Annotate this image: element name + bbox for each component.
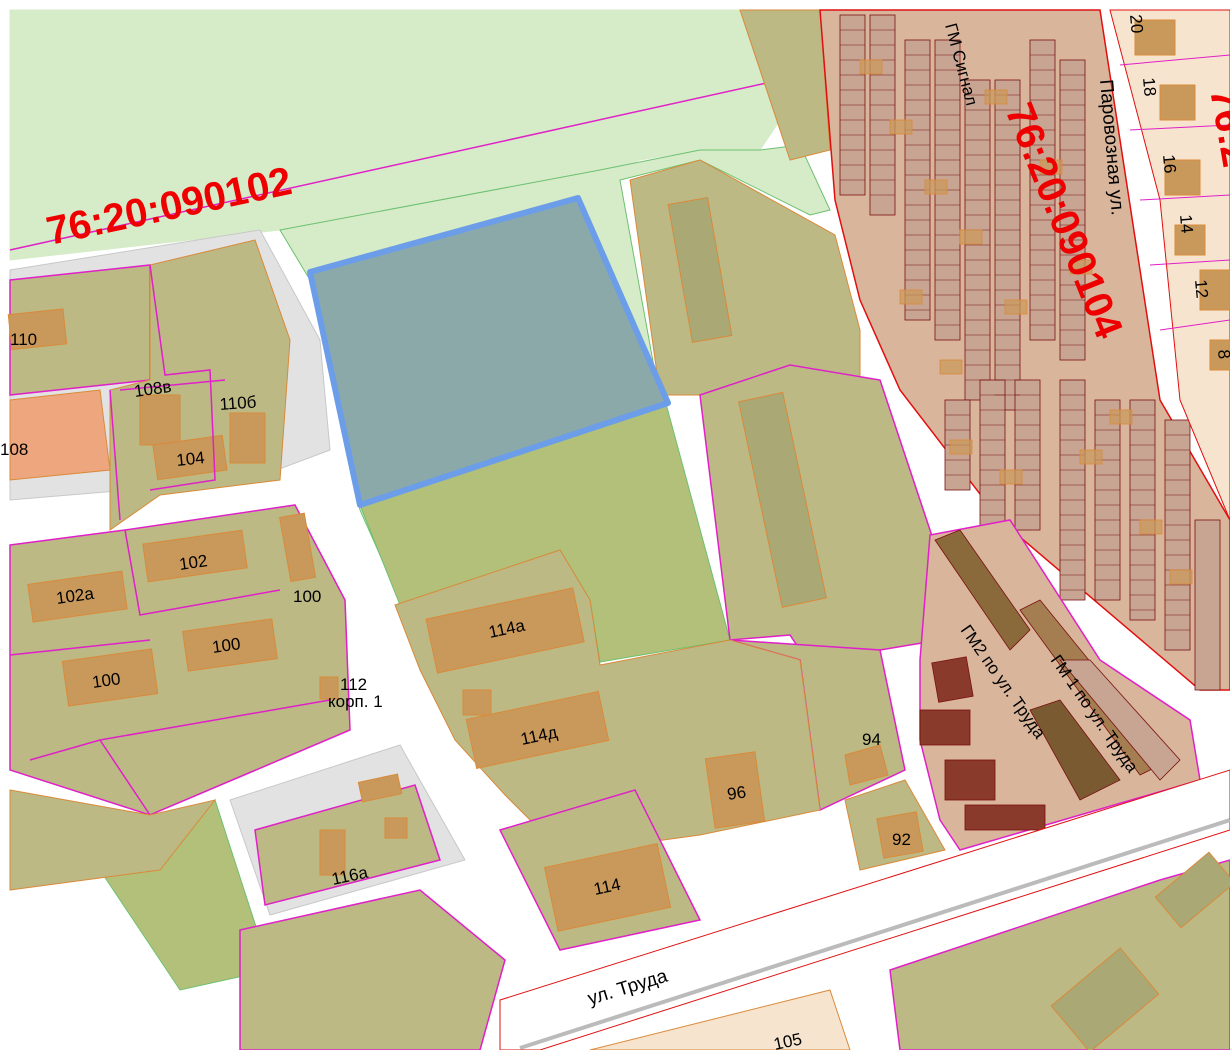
- house-number: 16: [1159, 154, 1180, 175]
- residential-strip-right: [1109, 9, 1230, 521]
- building-114: [543, 843, 672, 932]
- house-number: 102: [178, 551, 209, 574]
- parcel-west-south: [9, 789, 217, 891]
- building-100-c: [61, 648, 159, 707]
- cadastral-boundary-090102: [9, 79, 781, 251]
- parcel-105: [589, 989, 851, 1050]
- building-100-a: [279, 512, 317, 583]
- house-number: 100: [293, 587, 321, 606]
- house-number: 92: [892, 830, 911, 849]
- building-small-114: [462, 689, 492, 716]
- house-number: 108: [0, 440, 28, 459]
- road-truda: [499, 769, 1230, 1050]
- building-114d: [465, 690, 610, 769]
- small-label-korp: корп. 1: [328, 692, 383, 711]
- house-number: 104: [175, 448, 205, 470]
- building-industrial-middle: [738, 391, 827, 608]
- building-114a: [425, 587, 585, 674]
- parcel-lines-west-mid: [9, 529, 331, 816]
- parcel-lines-west-top: [109, 264, 226, 521]
- building-industrial-north: [667, 197, 733, 343]
- house-lot-lines: [1119, 54, 1230, 331]
- garage-row-stripes: [840, 29, 1190, 631]
- parcel-south-west: [239, 889, 506, 1050]
- house-number: 18: [1139, 77, 1160, 98]
- house-number: 94: [862, 730, 881, 749]
- building-110b: [229, 412, 266, 464]
- house-number: 110б: [219, 392, 257, 414]
- house-number: 12: [1191, 279, 1212, 300]
- house-number: 8: [1214, 349, 1230, 360]
- house-number: 14: [1176, 214, 1197, 235]
- road-truda-centerline: [519, 818, 1230, 1050]
- building-104: [152, 434, 228, 481]
- house-number: 20: [1126, 14, 1147, 35]
- building-112: [319, 676, 339, 700]
- garage-overlay-parcels: [859, 59, 1193, 585]
- building-94: [844, 744, 889, 786]
- house-number: 100: [211, 634, 242, 657]
- selected-parcel[interactable]: [307, 195, 671, 508]
- house-number: 105: [772, 1029, 804, 1050]
- garage-blocks-truda: [919, 529, 1181, 831]
- houses-right: [1134, 19, 1230, 371]
- buildings-116a: [319, 773, 408, 876]
- buildings-south-east: [1050, 851, 1230, 1050]
- parcel-top-middle: [739, 9, 831, 161]
- house-number: 110: [10, 330, 37, 349]
- building-102: [142, 529, 248, 583]
- house-number: 96: [726, 783, 747, 804]
- house-number: 112: [340, 675, 367, 694]
- building-108v: [139, 394, 181, 446]
- building-102a: [27, 570, 128, 623]
- building-96: [704, 751, 766, 829]
- building-110: [7, 308, 68, 351]
- building-100-b: [182, 618, 278, 672]
- house-number: 100: [91, 669, 122, 692]
- building-92: [876, 811, 924, 859]
- parcel-108: [9, 389, 111, 481]
